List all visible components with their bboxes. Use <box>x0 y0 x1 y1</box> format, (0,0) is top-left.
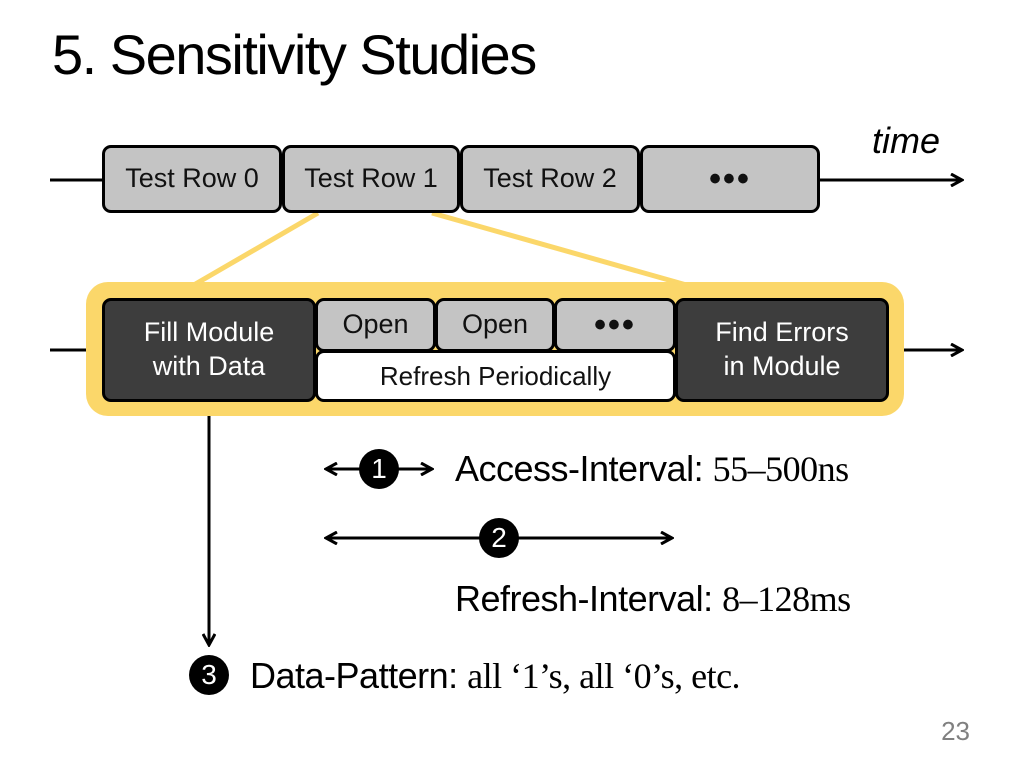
test-row-ellipsis: ••• <box>640 145 820 213</box>
ellipsis-label: ••• <box>709 159 751 198</box>
access-interval-name: Access-Interval: <box>455 448 704 489</box>
number-badge-3: 3 <box>189 655 229 695</box>
test-row-0: Test Row 0 <box>102 145 282 213</box>
zoom-line-left <box>190 210 320 289</box>
number-1: 1 <box>371 453 387 484</box>
access-interval-value: 55–500ns <box>712 449 850 489</box>
fill-module-label: Fill Module with Data <box>143 317 275 381</box>
open-ellipsis-label: ••• <box>594 305 636 344</box>
find-errors-box: Find Errors in Module <box>675 298 889 402</box>
test-row-0-label: Test Row 0 <box>125 163 259 194</box>
refresh-interval-label: Refresh-Interval: 8–128ms <box>455 578 851 620</box>
access-interval-label: Access-Interval: 55–500ns <box>455 448 849 490</box>
time-axis-label: time <box>872 120 941 161</box>
refresh-periodically-box: Refresh Periodically <box>315 350 676 402</box>
open-box-1: Open <box>315 298 436 352</box>
open-ellipsis-box: ••• <box>554 298 676 352</box>
refresh-interval-name: Refresh-Interval: <box>455 578 713 619</box>
page-number: 23 <box>941 716 970 746</box>
data-pattern-name: Data-Pattern: <box>250 655 458 696</box>
test-row-1: Test Row 1 <box>282 145 460 213</box>
slide-title: 5. Sensitivity Studies <box>52 23 537 86</box>
data-pattern-label: Data-Pattern: all ‘1’s, all ‘0’s, etc. <box>250 655 741 697</box>
number-3: 3 <box>201 659 217 690</box>
number-2: 2 <box>491 522 507 553</box>
test-row-2-label: Test Row 2 <box>483 163 617 194</box>
test-row-2: Test Row 2 <box>460 145 640 213</box>
number-badge-2: 2 <box>479 518 519 558</box>
find-errors-label: Find Errors in Module <box>715 317 849 381</box>
test-row-1-label: Test Row 1 <box>304 163 438 194</box>
data-pattern-value: all ‘1’s, all ‘0’s, etc. <box>467 656 741 696</box>
zoom-line-right <box>431 210 691 289</box>
refresh-periodically-label: Refresh Periodically <box>379 360 612 391</box>
open-label-2: Open <box>461 309 529 340</box>
fill-module-box: Fill Module with Data <box>102 298 316 402</box>
open-label-1: Open <box>342 309 409 340</box>
refresh-interval-value: 8–128ms <box>722 579 851 619</box>
number-badge-1: 1 <box>359 449 399 489</box>
open-box-2: Open <box>435 298 555 352</box>
